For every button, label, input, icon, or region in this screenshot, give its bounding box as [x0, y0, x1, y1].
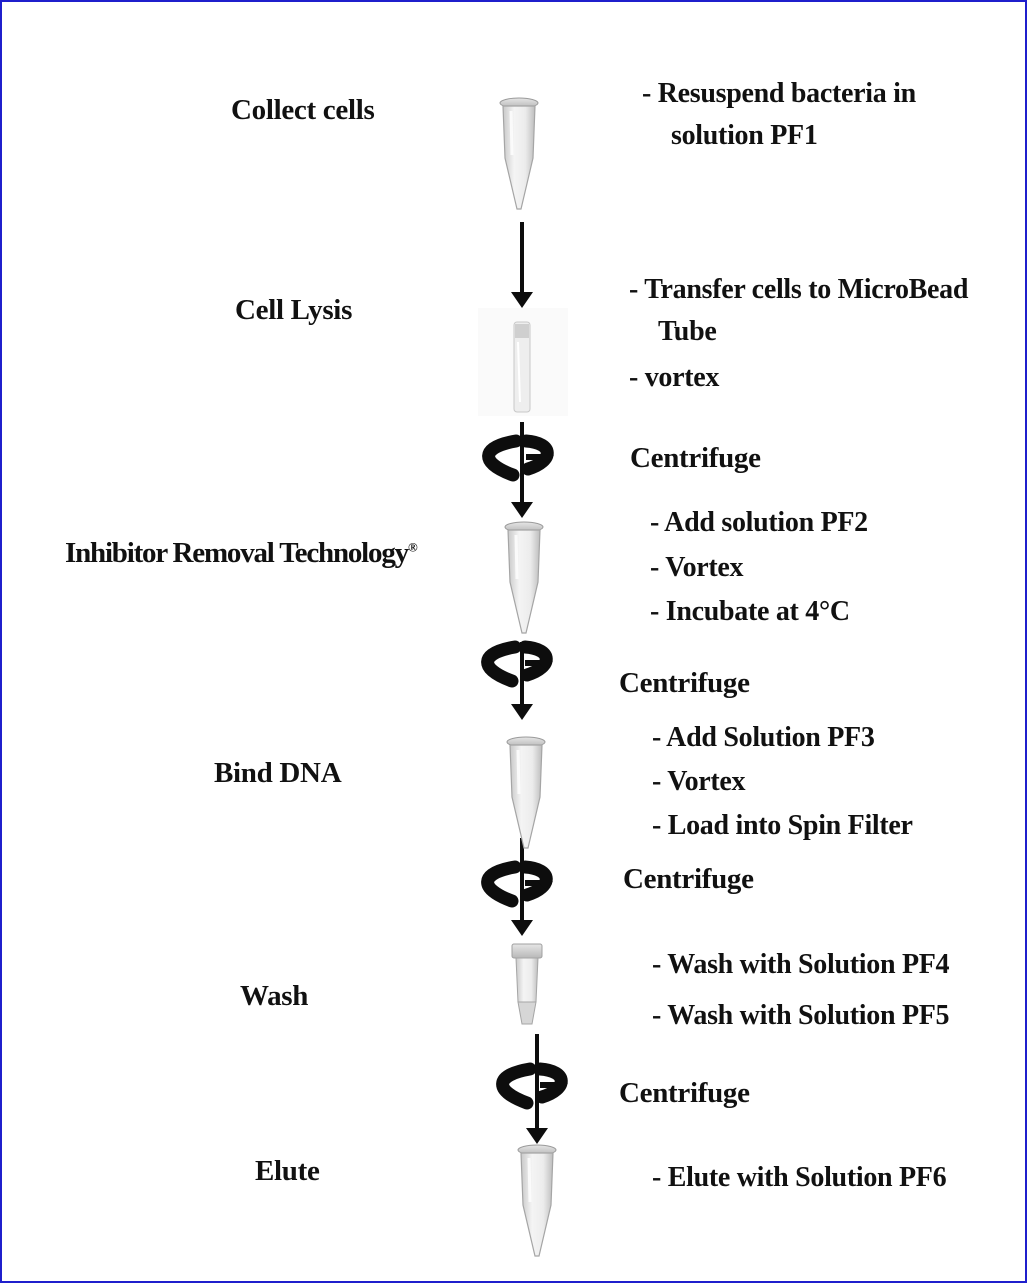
- instruction-resuspend-cont: solution PF1: [671, 120, 818, 151]
- centrifuge-label: Centrifuge: [630, 442, 761, 474]
- instruction-add-pf2: - Add solution PF2: [650, 507, 868, 538]
- step-wash: Wash: [240, 980, 309, 1012]
- instruction-transfer: - Transfer cells to MicroBead: [629, 274, 969, 305]
- instruction-wash-pf5: - Wash with Solution PF5: [652, 1000, 950, 1031]
- microtube-icon: [505, 735, 547, 850]
- instruction-vortex: - Vortex: [652, 766, 746, 797]
- step-elute: Elute: [255, 1155, 320, 1187]
- microtube-icon: [516, 1143, 558, 1258]
- instruction-resuspend: - Resuspend bacteria in: [642, 78, 916, 109]
- instruction-vortex: - Vortex: [650, 552, 744, 583]
- spin-filter-icon: [511, 943, 543, 1025]
- step-bind-dna: Bind DNA: [214, 757, 342, 789]
- instruction-add-pf3: - Add Solution PF3: [652, 722, 875, 753]
- arrowheads: [511, 292, 548, 1144]
- registered-mark: ®: [407, 539, 418, 555]
- instruction-elute-pf6: - Elute with Solution PF6: [652, 1162, 947, 1193]
- microtube-icon: [503, 520, 545, 635]
- instruction-vortex: - vortex: [629, 362, 720, 393]
- instruction-load-spin-filter: - Load into Spin Filter: [652, 810, 913, 841]
- instruction-transfer-cont: Tube: [658, 316, 717, 347]
- centrifuge-label: Centrifuge: [619, 1077, 750, 1109]
- microbead-tube-icon: [478, 308, 568, 416]
- step-inhibitor-removal-label: Inhibitor Removal Technology: [65, 537, 409, 569]
- step-collect-cells: Collect cells: [231, 94, 375, 126]
- instruction-incubate: - Incubate at 4°C: [650, 596, 850, 627]
- step-inhibitor-removal: Inhibitor Removal Technology®: [65, 537, 418, 570]
- microtube-icon: [498, 96, 540, 211]
- instruction-wash-pf4: - Wash with Solution PF4: [652, 949, 950, 980]
- centrifuge-label: Centrifuge: [623, 863, 754, 895]
- centrifuge-label: Centrifuge: [619, 667, 750, 699]
- step-cell-lysis: Cell Lysis: [235, 294, 353, 326]
